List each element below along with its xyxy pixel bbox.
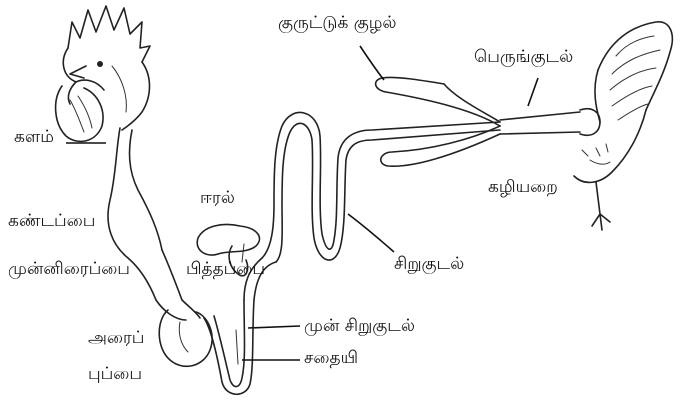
label-araippuppai-line2: புப்பை [88,364,142,384]
label-sathaiyi: சதையி [304,348,358,368]
label-araippuppai-line1: அரைப் [88,328,144,348]
esophagus-crop-drawing [108,128,200,320]
label-kalam: களம் [14,127,54,147]
leader-lines [66,46,538,360]
rooster-tail-drawing [574,22,672,230]
large-intestine-drawing [500,109,600,136]
label-eeral: ஈரல் [200,188,235,208]
label-sirukudal: சிறுகுடல் [394,254,464,274]
label-munniraippai: முன்னிரைப்பை [8,259,130,279]
label-perungudal: பெருங்குடல் [474,47,573,67]
rooster-head-drawing [56,6,150,141]
small-intestine-drawing [262,113,500,262]
ceca-drawing [376,77,500,166]
label-piththappai: பித்தப்பை [186,259,265,279]
label-kazhiyarai: கழியறை [488,177,558,197]
label-kandappai: கண்டப்பை [8,211,95,231]
label-mun-sirukudal: முன் சிறுகுடல் [304,316,415,336]
label-kuruttuk-kuzhal: குருட்டுக் குழல் [278,13,397,33]
